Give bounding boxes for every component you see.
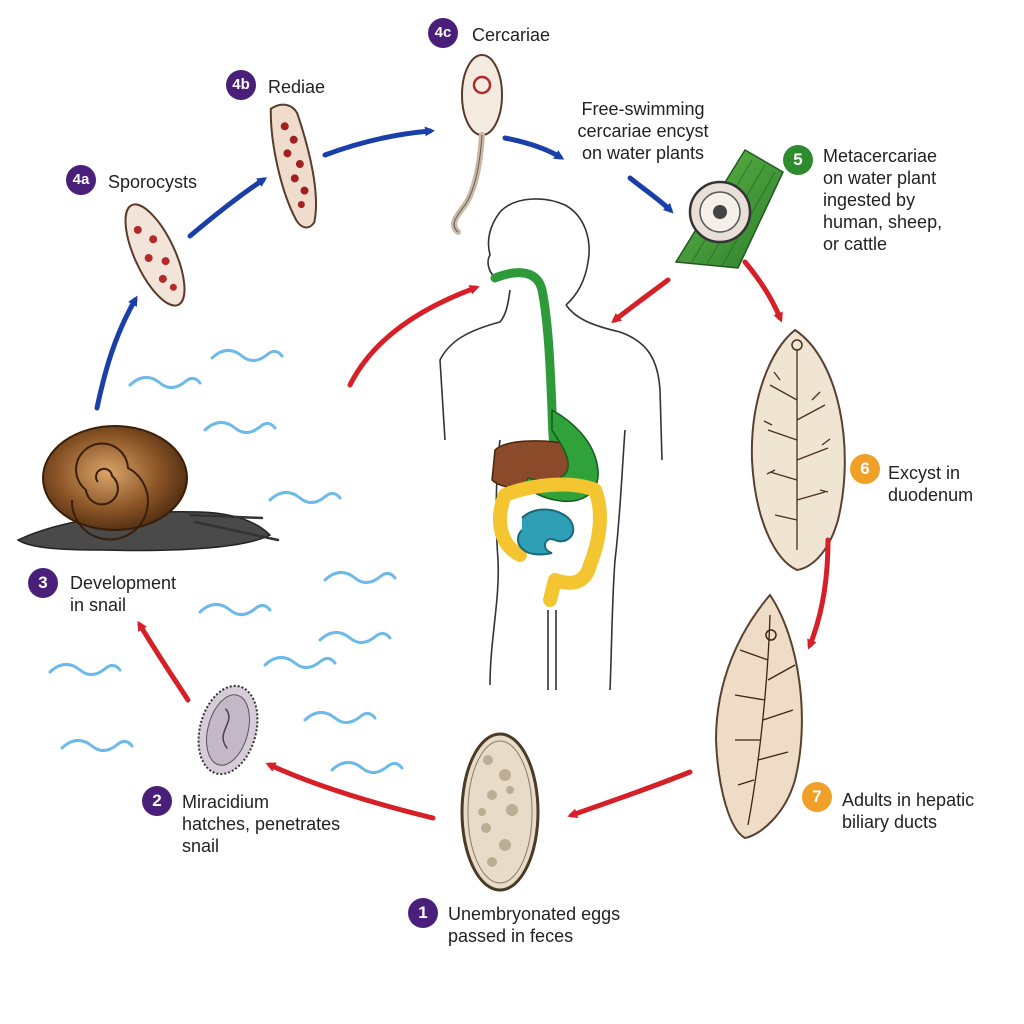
miracidium-illustration [197, 684, 259, 776]
adult-fluke-illustration [714, 593, 803, 840]
stage-4b-badge: 4b [226, 70, 256, 100]
stage-2-badge: 2 [142, 786, 172, 816]
water-plant-illustration [674, 148, 784, 269]
stage-4c-label: Cercariae [472, 25, 551, 45]
cercaria-illustration [451, 54, 503, 235]
snail-illustration [16, 425, 280, 552]
human-body-illustration [439, 198, 663, 691]
stage-1-label: Unembryonated eggs passed in feces [448, 904, 621, 946]
stage-4a-label: Sporocysts [108, 172, 198, 192]
stage-7-badge: 7 [802, 782, 832, 812]
stage-3-label: Development in snail [70, 573, 177, 615]
free-swimming-annotation: Free-swimming cercariae encyst on water … [577, 99, 709, 163]
stage-5-label: Metacercariae on water plant ingested by… [823, 146, 943, 254]
stage-4a-badge: 4a [66, 165, 96, 195]
redia-illustration [269, 103, 318, 229]
stage-3-badge: 3 [28, 568, 58, 598]
stage-1-badge: 1 [408, 898, 438, 928]
stage-4b-label: Rediae [268, 77, 326, 97]
juvenile-fluke-illustration [750, 328, 846, 572]
stage-6-badge: 6 [850, 454, 880, 484]
stage-7-label: Adults in hepatic biliary ducts [842, 790, 975, 832]
cycle-arrows [94, 126, 831, 821]
stage-6-label: Excyst in duodenum [888, 463, 974, 505]
water-waves [48, 349, 404, 774]
sporocyst-illustration [124, 203, 186, 307]
stage-4c-badge: 4c [428, 18, 458, 48]
stage-5-badge: 5 [783, 145, 813, 175]
stage-2-label: Miracidium hatches, penetrates snail [182, 792, 341, 856]
egg-illustration [460, 732, 540, 892]
